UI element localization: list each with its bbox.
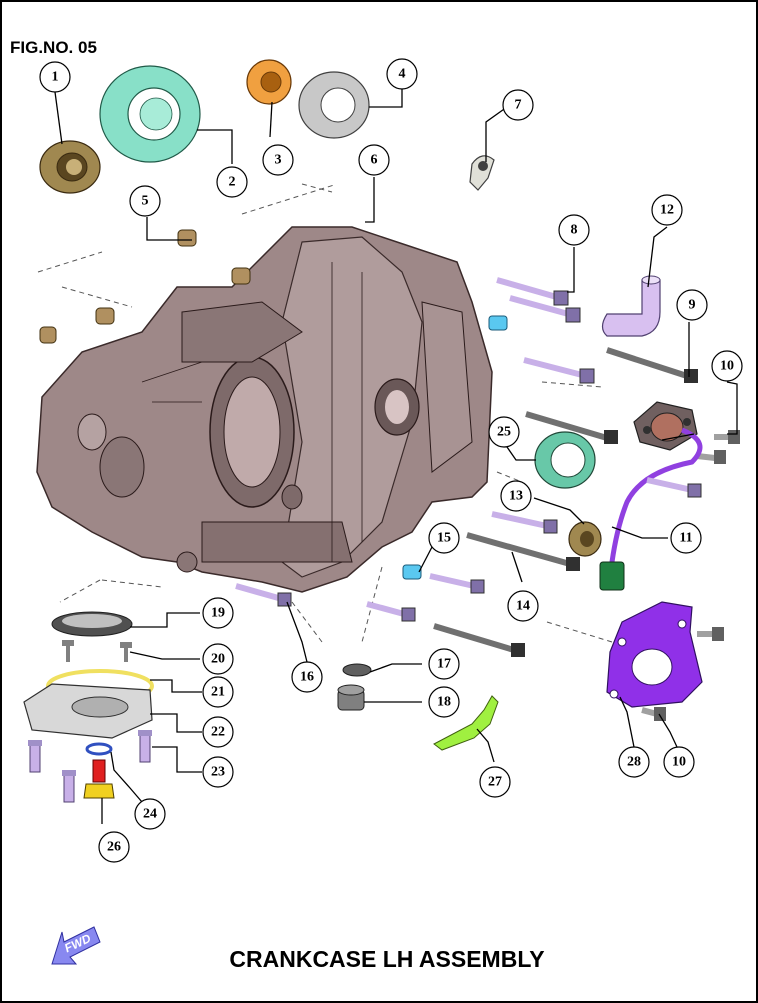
svg-text:10: 10 [672,755,686,770]
callout-6: 6 [358,144,390,176]
callout-20: 20 [202,643,234,675]
figure-number: FIG.NO. 05 [10,38,97,57]
callout-1: 1 [39,61,71,93]
bracket-27 [433,695,499,751]
callout-18: 18 [428,686,460,718]
svg-text:18: 18 [437,695,451,710]
svg-text:12: 12 [660,203,674,218]
svg-text:14: 14 [516,599,530,614]
bearing-3 [246,59,292,105]
elbow-12 [601,275,661,337]
screws-20 [62,640,132,662]
callout-9: 9 [676,289,708,321]
svg-text:28: 28 [627,755,641,770]
diagram-title: CRANKCASE LH ASSEMBLY [229,946,545,972]
callout-13: 13 [500,480,532,512]
svg-text:6: 6 [371,153,378,168]
svg-text:5: 5 [142,194,149,209]
callout-15: 15 [428,522,460,554]
bolts-14-group [366,511,580,657]
long-bolts-9 [525,347,698,444]
bearing-2 [99,65,201,163]
svg-text:2: 2 [229,175,236,190]
callout-10-lower: 10 [663,746,695,778]
callout-28: 28 [618,746,650,778]
callout-27: 27 [479,766,511,798]
clip-7 [469,155,495,191]
svg-text:23: 23 [211,765,225,780]
svg-text:7: 7 [515,98,522,113]
callout-17: 17 [428,648,460,680]
bearing-13 [568,521,602,557]
bolt-16 [235,583,292,607]
svg-text:19: 19 [211,606,225,621]
svg-text:9: 9 [689,298,696,313]
bolts-8 [496,277,595,384]
callout-23: 23 [202,756,234,788]
strainer-19 [51,611,133,637]
dowel-pins-5 [39,229,251,344]
svg-text:27: 27 [488,775,502,790]
callout-4: 4 [386,58,418,90]
bearing-4 [298,71,370,139]
callout-14: 14 [507,590,539,622]
cover-28 [606,601,703,708]
bearing-1 [39,140,101,194]
drain-plug-25 [83,759,115,799]
callout-11: 11 [670,522,702,554]
sensor-11 [599,401,703,591]
svg-text:16: 16 [300,670,314,685]
svg-text:4: 4 [399,67,406,82]
callout-8: 8 [558,214,590,246]
cover-22 [23,683,153,739]
washer-17 [342,663,372,677]
svg-text:10: 10 [720,359,734,374]
svg-text:22: 22 [211,725,225,740]
callout-19: 19 [202,597,234,629]
callout-3: 3 [262,144,294,176]
svg-text:3: 3 [275,153,282,168]
callout-16: 16 [291,661,323,693]
callout-7: 7 [502,89,534,121]
bolt-head-lavender-mid [687,483,702,498]
callout-22: 22 [202,716,234,748]
plug-18 [337,684,365,711]
svg-text:26: 26 [107,840,121,855]
svg-text:20: 20 [211,652,225,667]
callout-24: 24 [134,798,166,830]
callout-12: 12 [651,194,683,226]
svg-text:11: 11 [679,531,692,546]
bolt-lavender-mid [646,477,693,493]
svg-text:8: 8 [571,223,578,238]
callout-10-upper: 10 [711,350,743,382]
crankcase-lh [36,226,493,593]
callout-2: 2 [216,166,248,198]
dowel-blue-upper [488,315,508,331]
callouts: 1 2 3 4 5 6 7 8 12 9 10 25 13 11 15 14 1… [39,58,743,863]
bolts-23 [28,730,152,803]
callout-21: 21 [202,676,234,708]
callout-26: 25 [488,416,520,448]
svg-text:1: 1 [52,70,59,85]
oil-seal-26 [534,431,596,489]
washer-24 [85,742,113,756]
svg-text:13: 13 [509,489,523,504]
leader-lines [54,87,738,824]
callout-5: 5 [129,185,161,217]
svg-text:17: 17 [437,657,451,672]
svg-text:15: 15 [437,531,451,546]
svg-text:24: 24 [143,807,157,822]
svg-text:21: 21 [211,685,225,700]
svg-text:25: 25 [497,425,511,440]
dowel-15 [402,564,422,580]
callout-25: 26 [98,831,130,863]
